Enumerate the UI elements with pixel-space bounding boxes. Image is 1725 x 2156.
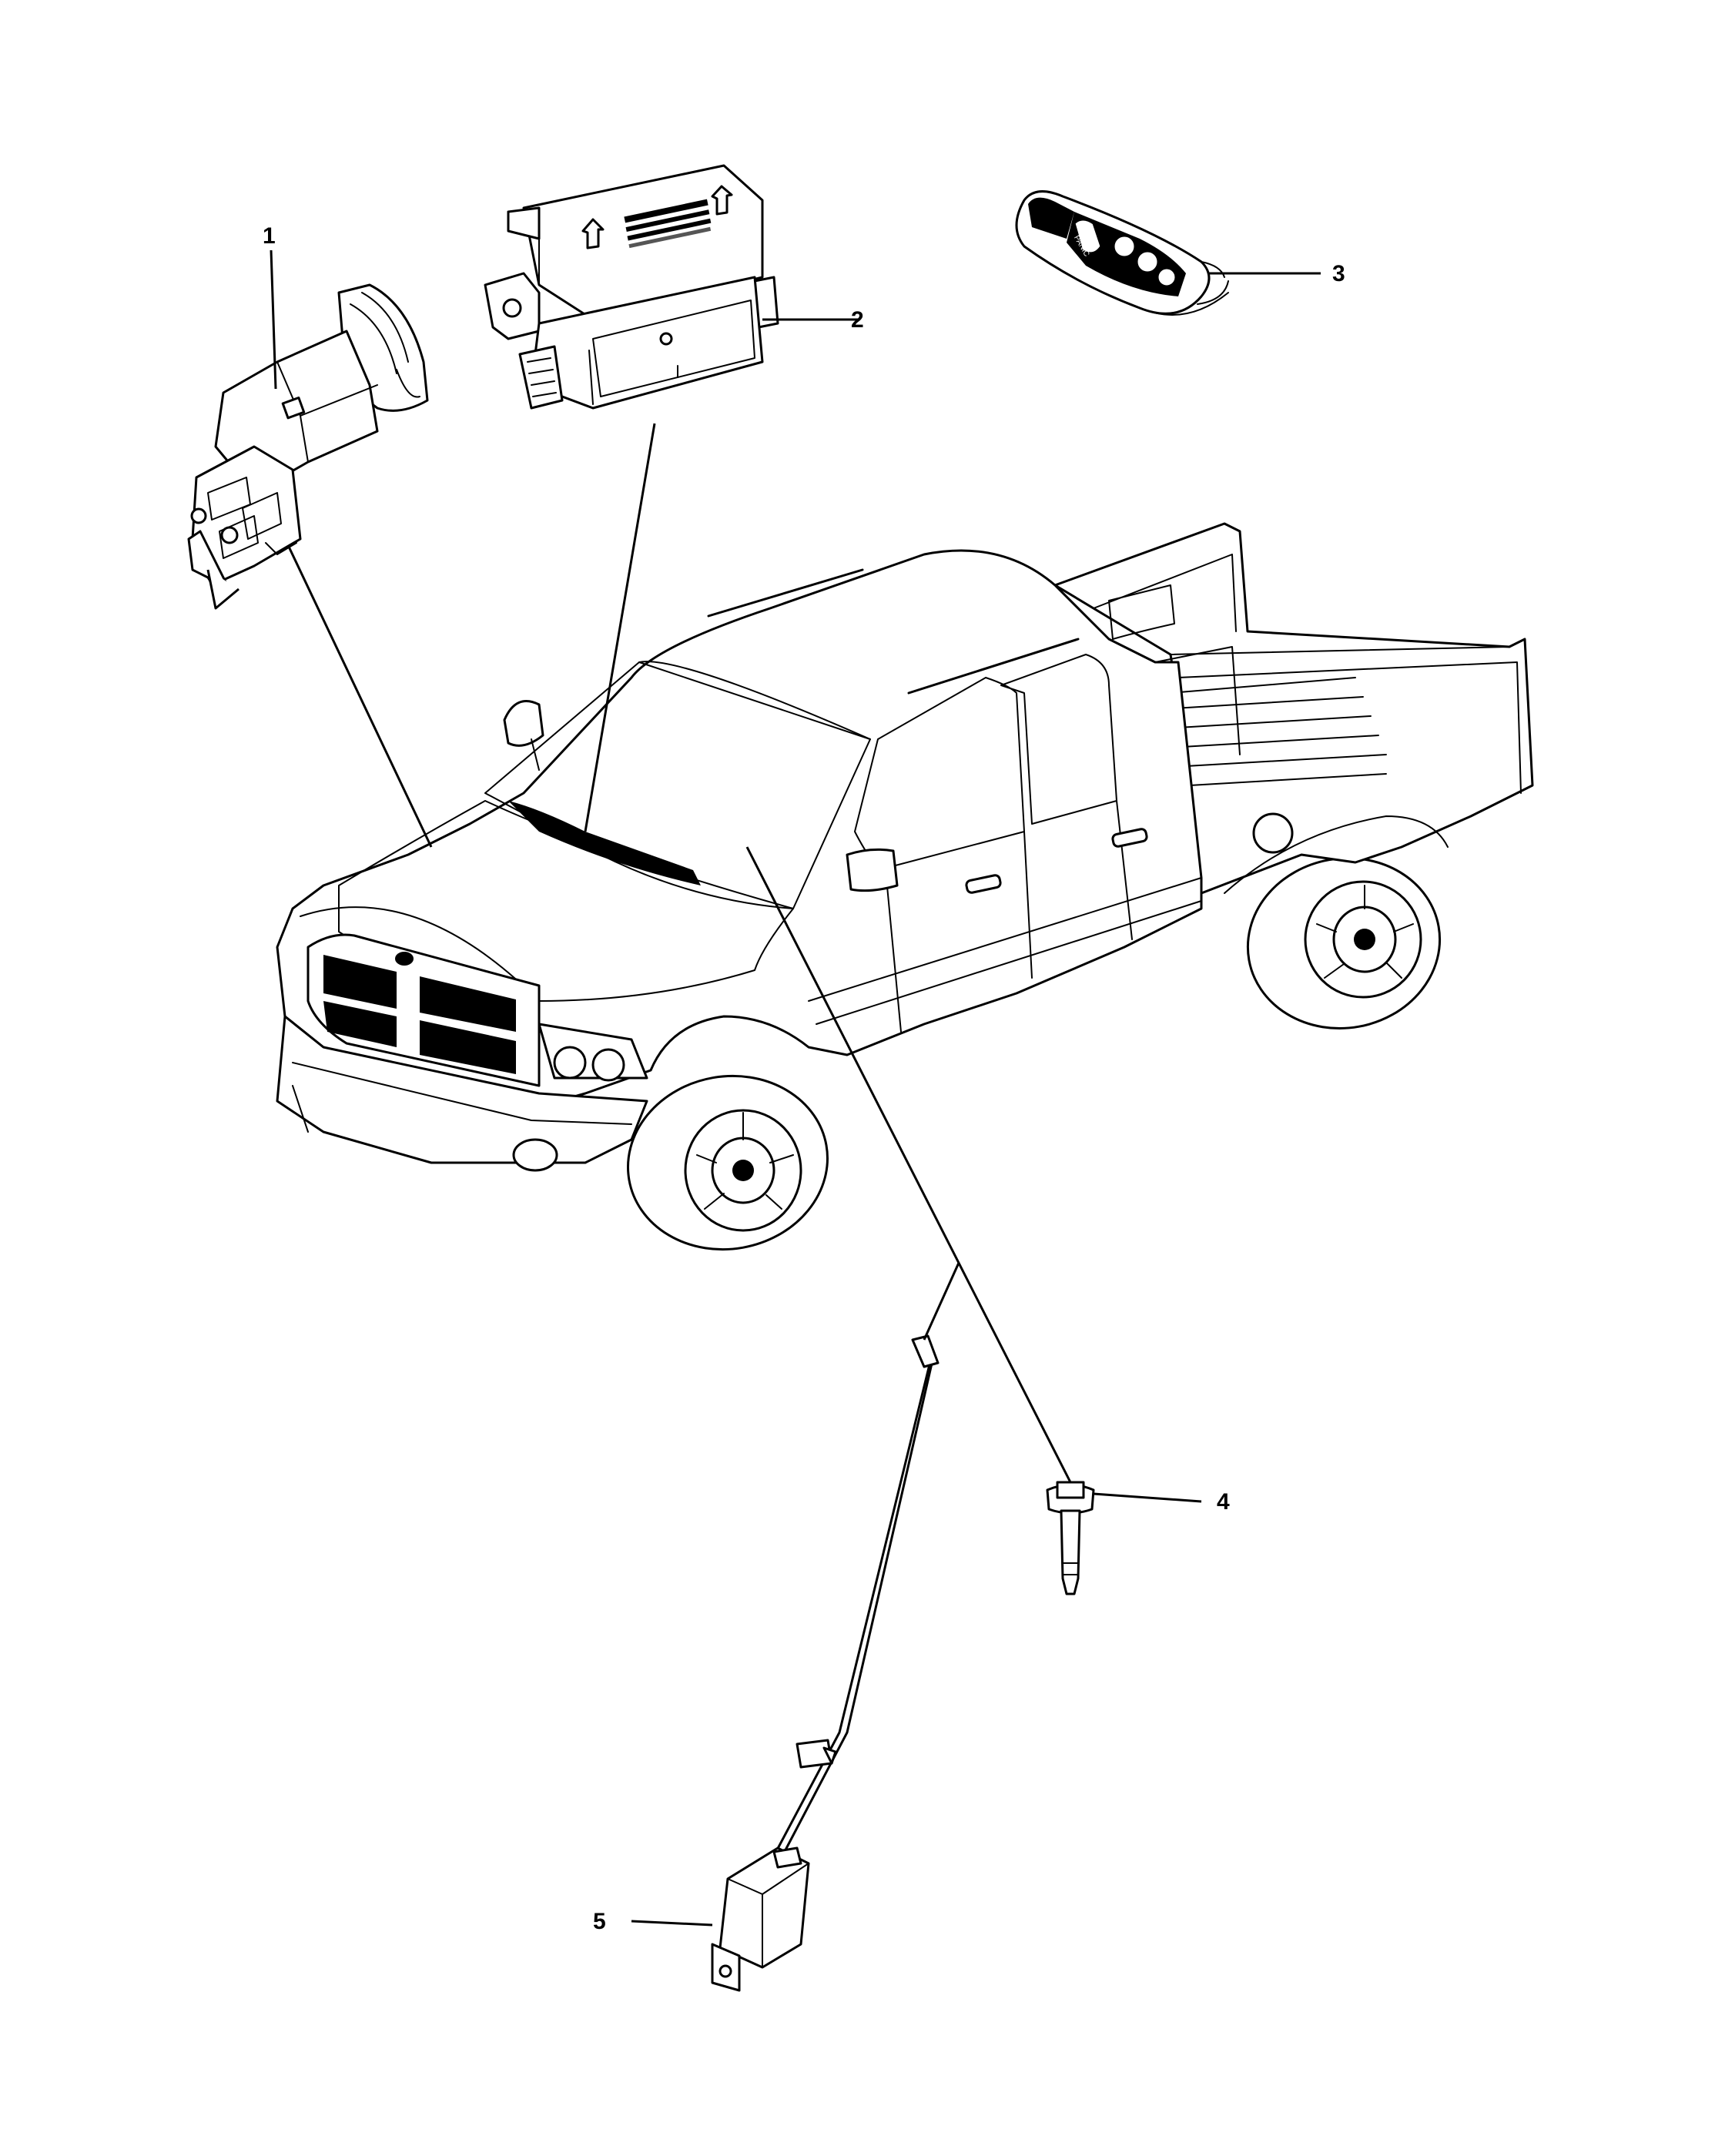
callout-1: 1 xyxy=(263,223,276,249)
barcode xyxy=(624,199,712,249)
callout-2: 2 xyxy=(851,307,864,333)
ignition-node-module-icon xyxy=(187,283,429,610)
bolt-icon xyxy=(1046,1481,1095,1595)
callout-3: 3 xyxy=(1332,261,1345,286)
pickup-truck-icon xyxy=(276,522,1534,1251)
callout-4: 4 xyxy=(1217,1489,1230,1515)
callout-5: 5 xyxy=(593,1909,606,1934)
leader-lines xyxy=(270,249,1321,1927)
key-fob-icon: PANIC xyxy=(1015,190,1229,316)
antenna-module-icon xyxy=(711,1334,940,1992)
control-module-icon xyxy=(484,164,779,410)
